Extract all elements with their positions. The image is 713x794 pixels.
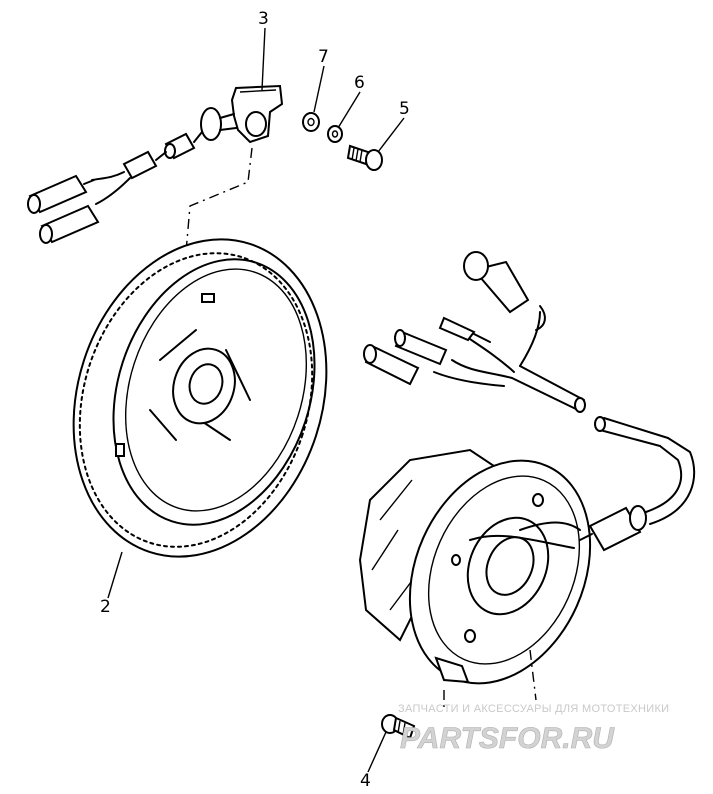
callout-5: 5: [399, 99, 410, 119]
callout-3: 3: [258, 9, 269, 29]
alignment-line-stator: [529, 649, 537, 701]
lock-washer: [327, 125, 343, 143]
alignment-line-coil: [185, 147, 253, 253]
wire-harness: [363, 251, 696, 552]
washer: [302, 112, 320, 132]
watermark-tagline: ЗАПЧАСТИ И АКСЕССУАРЫ ДЛЯ МОТОТЕХНИКИ: [398, 703, 669, 715]
watermark-brand: PARTSFOR.RU: [400, 722, 615, 755]
callout-2: 2: [100, 597, 111, 617]
pickup-coil-assembly: [27, 84, 284, 244]
callout-7: 7: [318, 47, 329, 67]
stator-screw: [381, 714, 416, 740]
leader-lines: [107, 27, 405, 773]
flywheel-rotor: [72, 238, 328, 558]
stator-assembly: [358, 448, 592, 685]
screw: [346, 144, 383, 171]
callout-6: 6: [354, 73, 365, 93]
callout-4: 4: [360, 771, 371, 791]
